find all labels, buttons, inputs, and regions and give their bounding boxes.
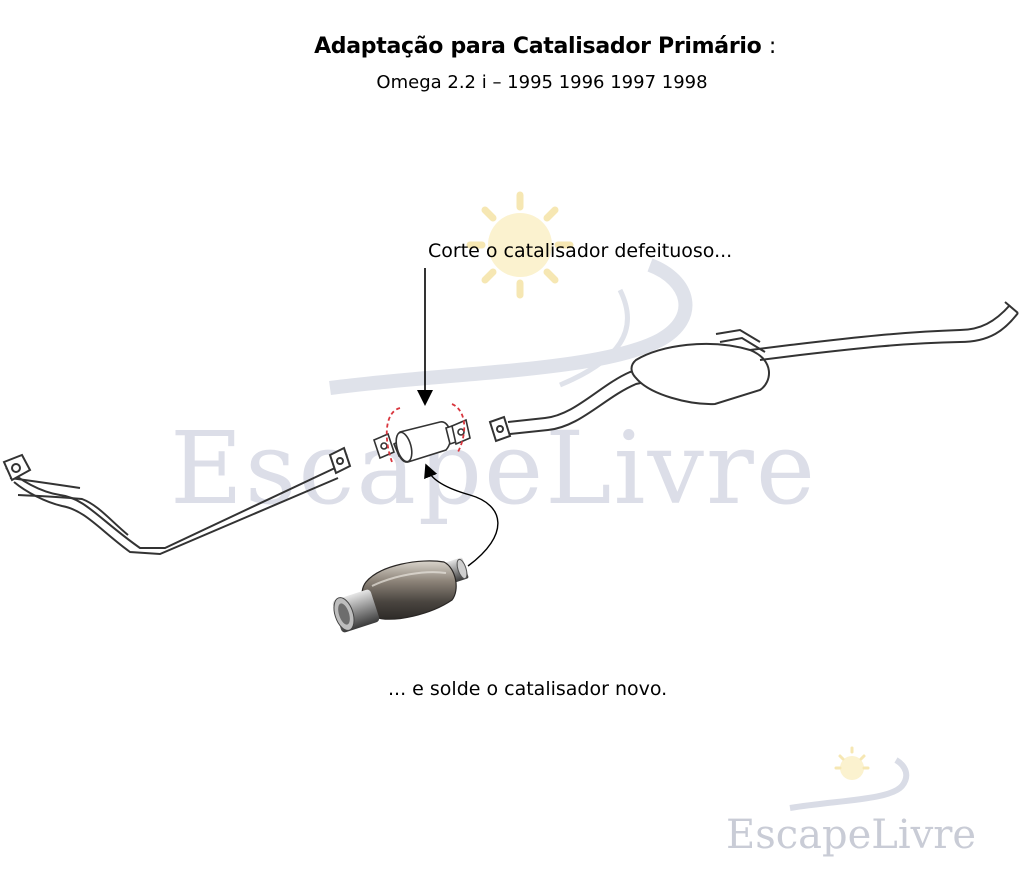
title-colon: :	[768, 34, 776, 59]
watermark-small-swoosh	[789, 757, 910, 811]
cut-instruction: Corte o catalisador defeituoso...	[428, 240, 733, 262]
title-text: Adaptação para Catalisador Primário	[314, 34, 762, 59]
new-catalyst	[332, 557, 469, 633]
weld-arrow	[424, 463, 499, 567]
front-pipe	[2, 446, 352, 556]
cut-marks	[385, 403, 466, 463]
page-title: Adaptação para Catalisador Primário :	[0, 34, 1024, 59]
watermark-small-sun-icon	[834, 746, 870, 780]
page-subtitle: Omega 2.2 i – 1995 1996 1997 1998	[376, 72, 708, 93]
weld-instruction: ... e solde o catalisador novo.	[388, 678, 668, 700]
old-catalyst	[373, 418, 471, 463]
watermark-sun-icon	[466, 191, 574, 299]
rear-muffler-section	[488, 301, 1019, 443]
watermark-text-small: EscapeLivre	[726, 812, 976, 858]
